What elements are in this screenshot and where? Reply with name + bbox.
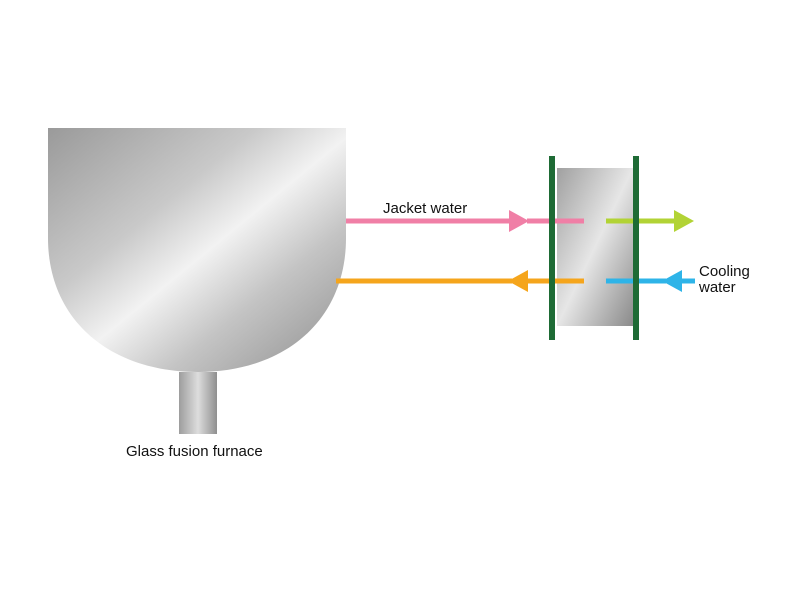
jacket-water-label: Jacket water xyxy=(383,200,467,217)
cooling-water-label-line2: water xyxy=(698,279,736,296)
furnace-label: Glass fusion furnace xyxy=(126,443,263,460)
cooling-water-inlet-arrow xyxy=(662,270,682,292)
cooling-water-label: Cooling water xyxy=(698,263,754,296)
furnace-outlet-stem xyxy=(179,372,217,434)
jacket-water-supply-arrow xyxy=(509,210,529,232)
jacket-water-return-arrow xyxy=(508,270,528,292)
heat-exchanger-body xyxy=(557,168,633,326)
exchanger-plate-left xyxy=(549,156,555,340)
exchanger-plate-right xyxy=(633,156,639,340)
cooling-water-label-line1: Cooling xyxy=(699,263,750,280)
cooling-water-outlet-arrow xyxy=(674,210,694,232)
furnace-vessel xyxy=(48,128,346,372)
